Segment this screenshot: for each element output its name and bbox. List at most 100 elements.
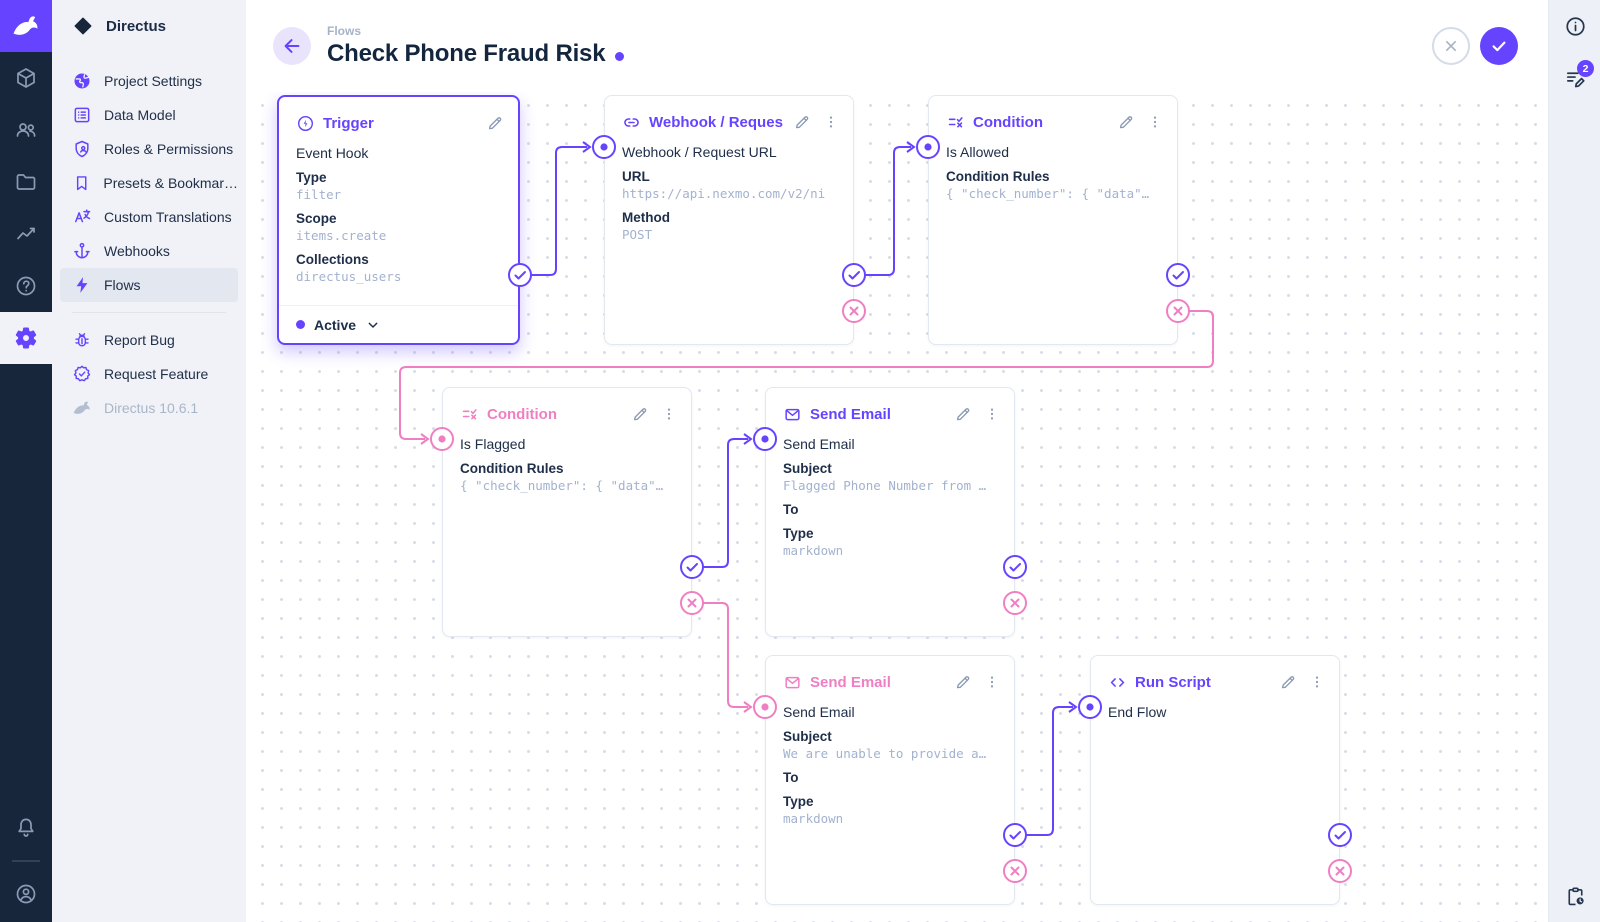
field-label: Condition Rules [946,169,1050,184]
kebab-menu-icon[interactable] [1307,671,1327,693]
sidebar-item-custom-translations[interactable]: Custom Translations [60,200,238,234]
directus-logo[interactable] [0,0,52,52]
sidebar-item-project-settings[interactable]: Project Settings [60,64,238,98]
confirm-button[interactable] [1480,27,1518,65]
edit-pencil-icon[interactable] [791,111,813,133]
field-label: URL [622,169,650,184]
sidebar-item-label: Request Feature [104,366,209,382]
module-content-cube[interactable] [0,52,52,104]
edit-pencil-icon[interactable] [484,112,506,134]
sidebar-item-label: Webhooks [104,243,170,259]
module-bar-divider [12,860,40,862]
condition-rule-icon [948,116,963,127]
info-icon [1565,16,1585,36]
edit-pencil-icon[interactable] [629,403,651,425]
project-name: Directus [106,17,167,35]
input-port-send-email-declined[interactable] [753,695,777,719]
node-webhook[interactable]: Webhook / Request U Webhook / Request UR… [604,95,854,345]
module-bar-spacer [0,364,52,802]
back-button[interactable] [273,27,311,65]
directus-rabbit-logo-icon [13,16,38,35]
resolve-port-condition-allowed[interactable] [1166,263,1190,287]
sidebar-item-data-model[interactable]: Data Model [60,98,238,132]
module-insights[interactable] [0,208,52,260]
module-settings[interactable] [0,312,52,364]
cancel-button[interactable] [1432,27,1470,65]
reject-port-send-email-flagged[interactable] [1003,591,1027,615]
flow-info-button[interactable] [1549,0,1600,52]
reject-port-condition-allowed[interactable] [1166,299,1190,323]
node-condition-flagged[interactable]: Condition Is Flagged Condition Rules { "… [442,387,692,637]
resolve-port-trigger[interactable] [508,263,532,287]
flow-status-toggle[interactable]: Active [279,305,518,343]
account-button[interactable] [0,868,52,920]
field-value: We are unable to provide a… [783,746,987,761]
kebab-menu-icon[interactable] [1145,111,1165,133]
node-send-email-declined[interactable]: Send Email Send Email Subject We are una… [765,655,1015,905]
flow-canvas: Flows Check Phone Fraud Risk [246,0,1548,922]
activity-log-button[interactable] [1549,870,1600,922]
status-label: Active [314,316,357,333]
module-users[interactable] [0,104,52,156]
account-circle-icon [16,884,36,904]
kebab-menu-icon[interactable] [982,403,1002,425]
edit-pencil-icon[interactable] [952,671,974,693]
kebab-menu-icon[interactable] [821,111,841,133]
reject-port-webhook[interactable] [842,299,866,323]
node-trigger[interactable]: Trigger Event Hook Type filter Scope ite… [277,95,520,345]
flow-notes-button[interactable]: 2 [1549,52,1600,104]
field-value: directus_users [296,269,402,284]
shield-user-icon [75,140,89,158]
field-value: markdown [783,543,844,558]
nav-divider [72,312,226,313]
field-value: Flagged Phone Number from … [783,478,987,493]
operation-name: Is Allowed [946,144,1010,160]
reject-port-run-script[interactable] [1328,859,1352,883]
edit-pencil-icon[interactable] [1115,111,1137,133]
sidebar-item-presets-bookmarks[interactable]: Presets & Bookmar… [60,166,238,200]
resolve-port-condition-flagged[interactable] [680,555,704,579]
breadcrumb[interactable]: Flows [327,24,362,38]
title-block: Flows Check Phone Fraud Risk [327,24,1432,68]
reject-port-send-email-declined[interactable] [1003,859,1027,883]
module-files[interactable] [0,156,52,208]
module-help[interactable] [0,260,52,312]
resolve-port-send-email-flagged[interactable] [1003,555,1027,579]
field-value: filter [296,187,342,202]
sidebar-item-request-feature[interactable]: Request Feature [60,357,238,391]
project-header[interactable]: Directus [52,0,246,52]
input-port-condition-allowed[interactable] [916,135,940,159]
field-label: Collections [296,252,369,267]
input-port-condition-flagged[interactable] [430,427,454,451]
kebab-menu-icon[interactable] [982,671,1002,693]
module-bar [0,0,52,922]
resolve-port-webhook[interactable] [842,263,866,287]
operation-name: Send Email [783,704,855,720]
node-title: Trigger [323,114,374,132]
users-icon [16,123,36,137]
node-send-email-flagged[interactable]: Send Email Send Email Subject Flagged Ph… [765,387,1015,637]
sidebar-item-webhooks[interactable]: Webhooks [60,234,238,268]
input-port-send-email-flagged[interactable] [753,427,777,451]
activity-clipboard-clock-icon [1567,886,1584,905]
notifications-button[interactable] [0,802,52,854]
sidebar-item-flows[interactable]: Flows [60,268,238,302]
node-run-script[interactable]: Run Script End Flow [1090,655,1340,905]
resolve-port-send-email-declined[interactable] [1003,823,1027,847]
sidebar-item-report-bug[interactable]: Report Bug [60,323,238,357]
resolve-port-run-script[interactable] [1328,823,1352,847]
notes-count-badge: 2 [1577,60,1594,77]
operation-name: Is Flagged [460,436,526,452]
edit-pencil-icon[interactable] [952,403,974,425]
header-actions [1432,27,1518,65]
kebab-menu-icon[interactable] [659,403,679,425]
reject-port-condition-flagged[interactable] [680,591,704,615]
operation-name: Send Email [783,436,855,452]
right-sidebar: 2 [1548,0,1600,922]
node-condition-allowed[interactable]: Condition Is Allowed Condition Rules { "… [928,95,1178,345]
input-port-webhook[interactable] [592,135,616,159]
edit-pencil-icon[interactable] [1277,671,1299,693]
list-alt-icon [74,107,90,123]
input-port-run-script[interactable] [1078,695,1102,719]
sidebar-item-roles-permissions[interactable]: Roles & Permissions [60,132,238,166]
